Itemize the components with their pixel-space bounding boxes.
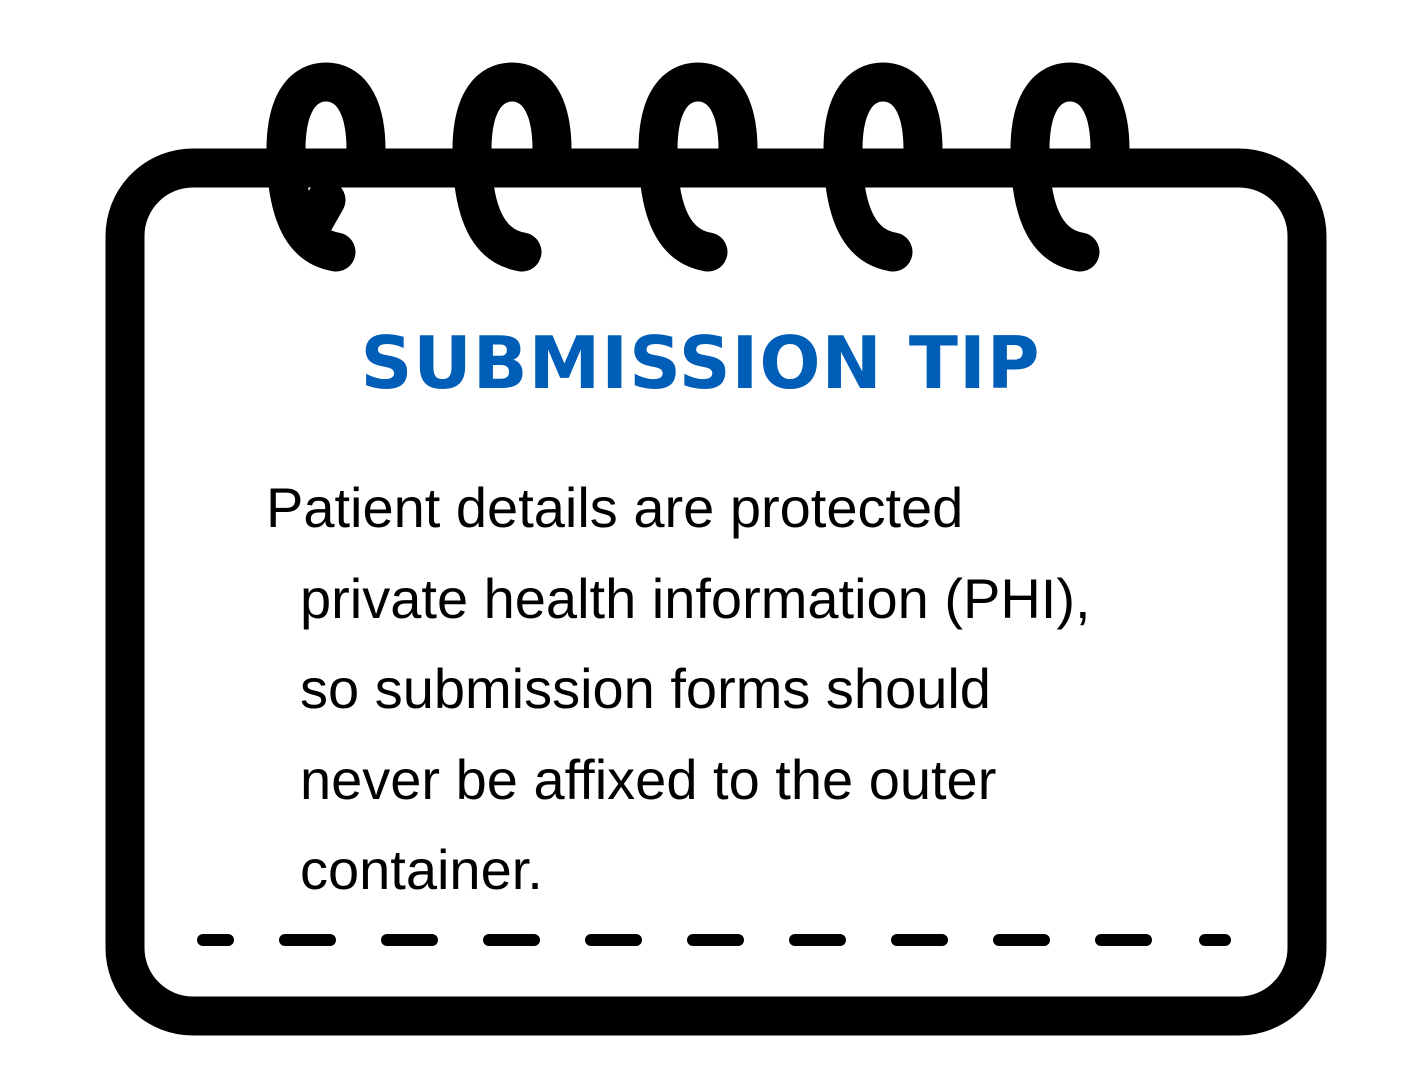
tip-body: Patient details are protected private he… bbox=[266, 463, 1226, 916]
tip-body-line: private health information (PHI), bbox=[300, 566, 1091, 630]
tip-body-line: so submission forms should bbox=[300, 657, 991, 720]
tip-title: SUBMISSION TIP bbox=[360, 321, 1041, 405]
tip-body-line: container. bbox=[300, 838, 543, 901]
tip-body-line: Patient details are protected bbox=[266, 476, 964, 539]
tip-body-line: never be affixed to the outer bbox=[300, 747, 997, 811]
